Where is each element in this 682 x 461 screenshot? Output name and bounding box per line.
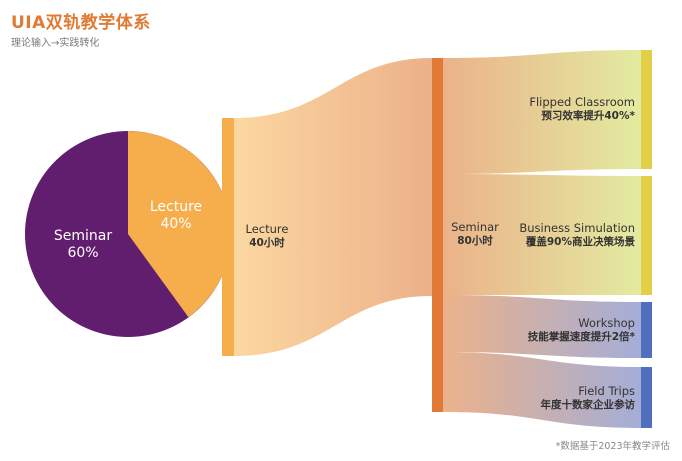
- label-field-trips: Field Trips 年度十数家企业参访: [475, 384, 636, 412]
- lecture-hours: 40小时: [249, 237, 285, 249]
- business-note: 覆盖90%商业决策场景: [525, 236, 635, 248]
- pie-label-seminar: Seminar 60%: [40, 228, 126, 262]
- node-seminar: [432, 58, 443, 412]
- node-workshop: [641, 302, 652, 358]
- flow-seminar-flipped: [443, 50, 641, 174]
- label-seminar: Seminar 80小时: [447, 220, 503, 248]
- lecture-name: Lecture: [245, 222, 289, 236]
- seminar-name: Seminar: [451, 220, 499, 234]
- pie-slice-lecture: [128, 131, 231, 318]
- flipped-note: 预习效率提升40%*: [541, 110, 635, 122]
- pie-seminar-name: Seminar: [53, 228, 113, 244]
- flow-lecture-seminar: [234, 58, 432, 356]
- flow-seminar-business: [443, 174, 641, 295]
- flipped-name: Flipped Classroom: [529, 95, 635, 109]
- node-flipped-classroom: [641, 50, 652, 169]
- node-business-simulation: [641, 176, 652, 295]
- label-lecture: Lecture 40小时: [240, 222, 294, 250]
- pie-lecture-name: Lecture: [149, 199, 203, 215]
- fieldtrips-name: Field Trips: [578, 384, 635, 398]
- workshop-name: Workshop: [578, 316, 635, 330]
- footnote: *数据基于2023年教学评估: [555, 441, 670, 452]
- flow-seminar-workshop: [443, 295, 641, 358]
- flow-seminar-fieldtrips: [443, 352, 641, 428]
- page-title: UIA双轨教学体系: [11, 13, 151, 33]
- pie-label-lecture: Lecture 40%: [138, 199, 214, 233]
- workshop-note: 技能掌握速度提升2倍*: [527, 331, 635, 343]
- page-subtitle: 理论输入→实践转化: [11, 38, 100, 49]
- label-flipped-classroom: Flipped Classroom 预习效率提升40%*: [475, 95, 635, 123]
- label-business-simulation: Business Simulation 覆盖90%商业决策场景: [475, 221, 635, 249]
- pie-seminar-value: 60%: [67, 245, 99, 261]
- fieldtrips-note: 年度十数家企业参访: [540, 399, 636, 411]
- label-workshop: Workshop 技能掌握速度提升2倍*: [475, 316, 635, 344]
- pie-chart: [25, 131, 231, 337]
- node-lecture: [222, 118, 234, 356]
- pie-lecture-value: 40%: [160, 216, 192, 232]
- seminar-hours: 80小时: [457, 235, 493, 247]
- node-field-trips: [641, 367, 652, 428]
- business-name: Business Simulation: [519, 221, 635, 235]
